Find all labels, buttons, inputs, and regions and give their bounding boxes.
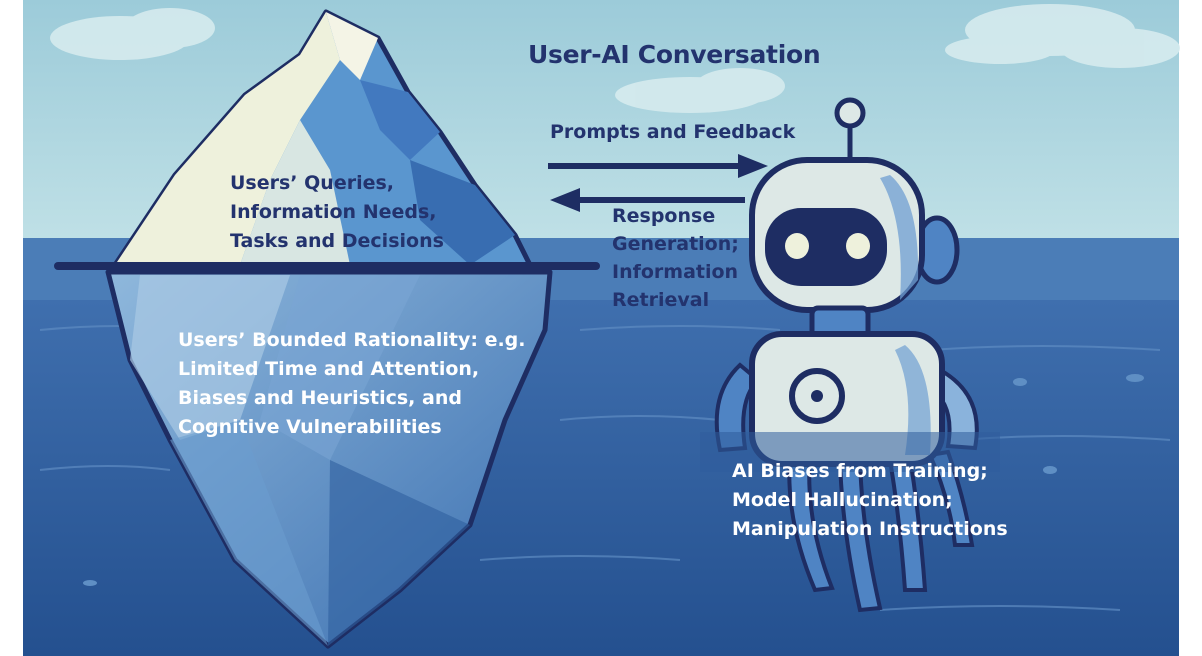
iceberg-underwater-label: Users’ Bounded Rationality: e.g. Limited… — [178, 326, 526, 442]
iceberg-underwater-line: Limited Time and Attention, — [178, 358, 480, 380]
robot — [700, 97, 1000, 613]
iceberg-underwater — [105, 269, 553, 649]
iceberg-underwater-line: Biases and Heuristics, and — [178, 387, 462, 409]
iceberg-tip-label: Users’ Queries, Information Needs, Tasks… — [230, 169, 444, 256]
arrow-back-line: Generation; — [612, 233, 739, 255]
iceberg-underwater-line: Users’ Bounded Rationality: e.g. — [178, 329, 526, 351]
robot-underwater-label: AI Biases from Training; Model Hallucina… — [732, 457, 1008, 544]
arrow-to-user — [550, 188, 745, 212]
arrow-forward-label: Prompts and Feedback — [550, 121, 796, 143]
iceberg-tip-line: Users’ Queries, — [230, 172, 394, 194]
arrow-back-line: Response — [612, 205, 716, 227]
iceberg-tip-line: Tasks and Decisions — [230, 230, 444, 252]
robot-underwater-line: Manipulation Instructions — [732, 518, 1008, 540]
arrow-back-line: Retrieval — [612, 289, 710, 311]
arrow-back-label: Response Generation; Information Retriev… — [612, 202, 739, 314]
robot-underwater-line: AI Biases from Training; — [732, 460, 988, 482]
iceberg-tip-line: Information Needs, — [230, 201, 437, 223]
robot-underwater-line: Model Hallucination; — [732, 489, 953, 511]
arrow-to-robot — [548, 154, 768, 178]
clouds — [50, 4, 1180, 113]
iceberg-underwater-line: Cognitive Vulnerabilities — [178, 416, 442, 438]
iceberg-tip — [112, 9, 533, 268]
arrow-back-line: Information — [612, 261, 739, 283]
diagram-title: User-AI Conversation — [528, 40, 821, 69]
